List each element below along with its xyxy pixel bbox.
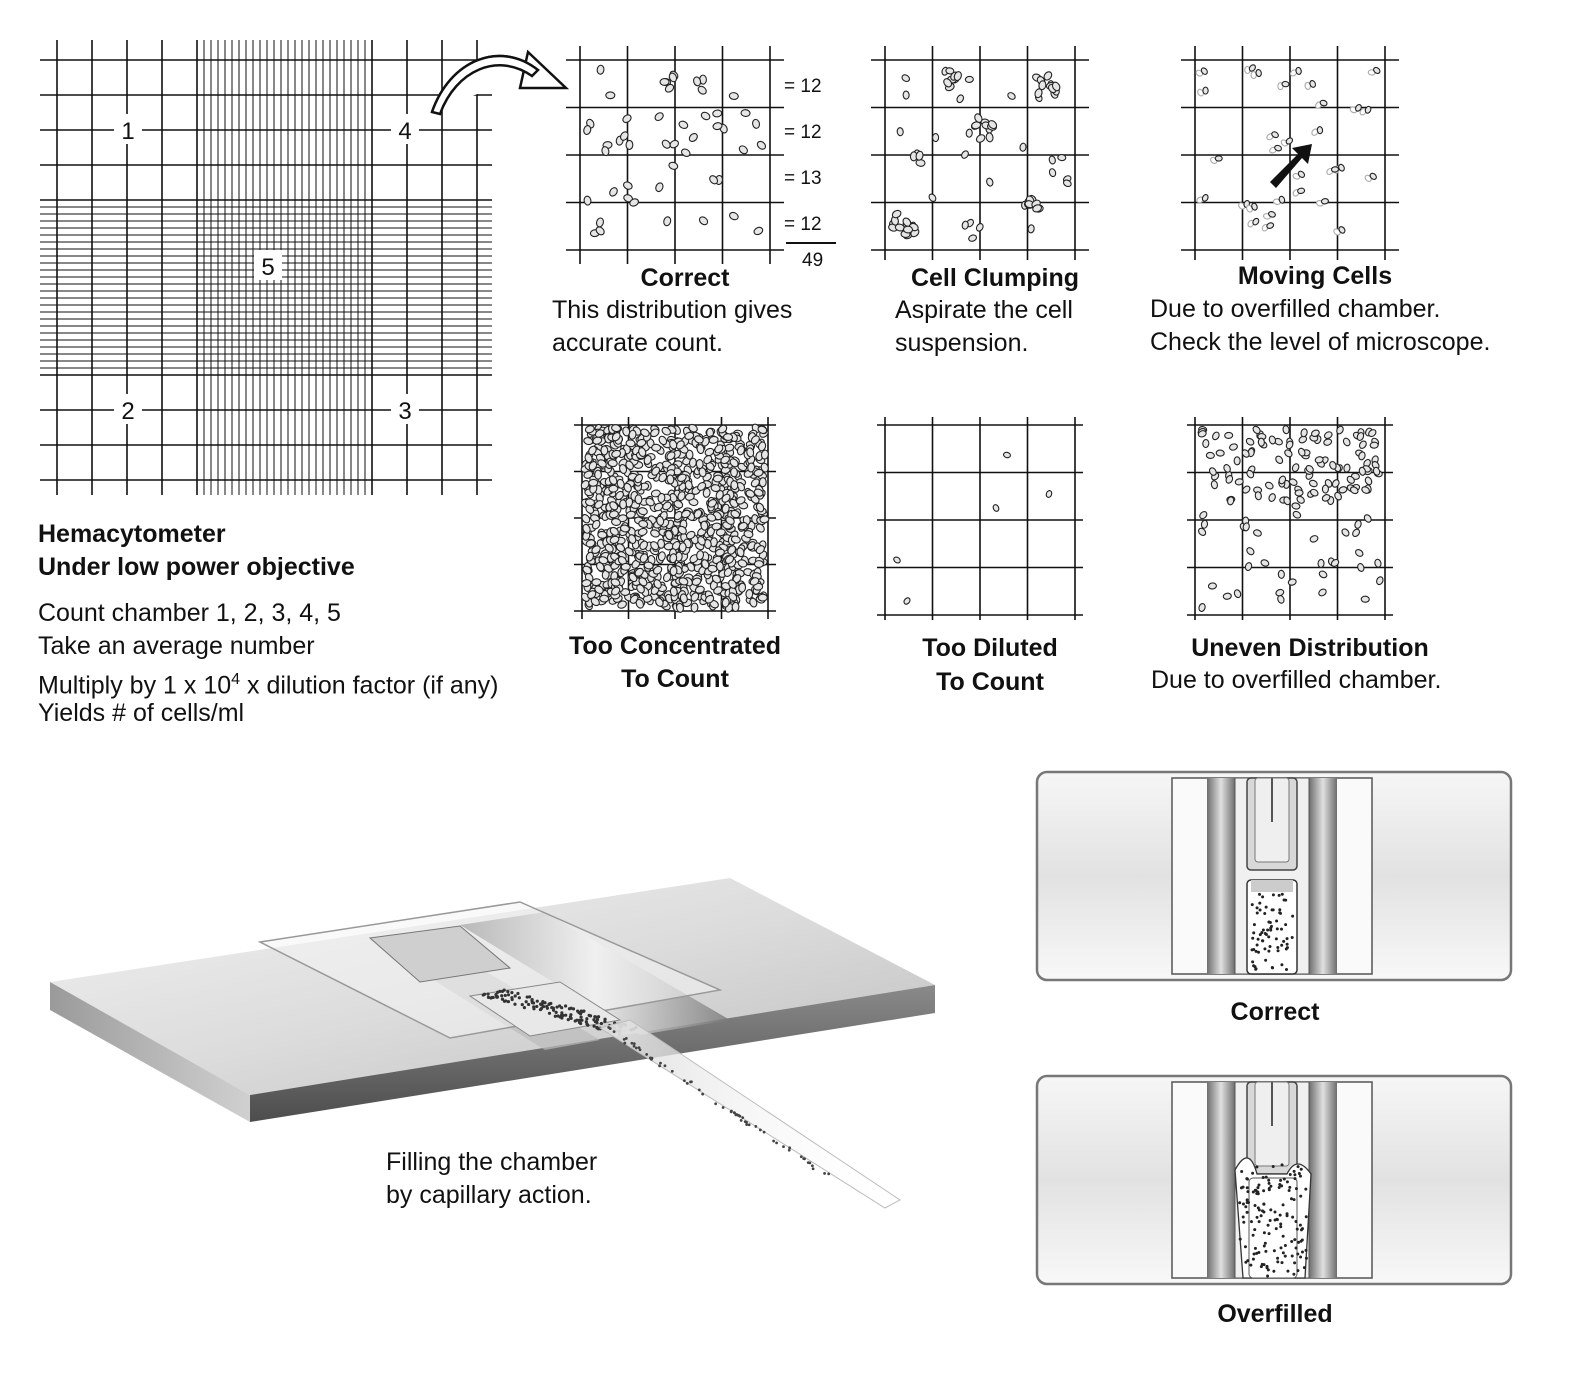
panel-title-concentrated-1: Too Concentrated bbox=[568, 632, 782, 660]
panel-moving-grid bbox=[1181, 46, 1399, 260]
hemacytometer-title: Hemacytometer bbox=[38, 520, 226, 548]
panel-title-diluted-2: To Count bbox=[936, 668, 1044, 696]
row-total: 49 bbox=[802, 250, 824, 271]
slide-view-correct bbox=[1035, 770, 1513, 982]
chamber-label-1: 1 bbox=[121, 118, 134, 145]
row-count-3: = 13 bbox=[784, 168, 822, 189]
chamber-label-3: 3 bbox=[398, 398, 411, 425]
instruction-2: Take an average number bbox=[38, 632, 315, 660]
panel-title-correct: Correct bbox=[640, 264, 730, 292]
panel-title-moving: Moving Cells bbox=[1237, 262, 1393, 290]
panel-title-uneven: Uneven Distribution bbox=[1191, 634, 1429, 662]
panel-concentrated-grid bbox=[574, 417, 776, 619]
instruction-3: Multiply by 1 x 104 x dilution factor (i… bbox=[38, 663, 498, 702]
filling-caption-1: Filling the chamber bbox=[386, 1148, 598, 1176]
instruction-1: Count chamber 1, 2, 3, 4, 5 bbox=[38, 599, 341, 627]
panel-desc-clumping-1: Aspirate the cell bbox=[895, 296, 1073, 324]
panel-desc-clumping-2: suspension. bbox=[895, 329, 1029, 357]
panel-desc-moving-1: Due to overfilled chamber. bbox=[1150, 295, 1441, 323]
panel-title-clumping: Cell Clumping bbox=[910, 264, 1080, 292]
row-count-1: = 12 bbox=[784, 76, 822, 97]
slide-view-overfilled bbox=[1035, 1074, 1513, 1286]
panel-diluted-grid bbox=[877, 417, 1083, 620]
panel-uneven-grid bbox=[1187, 417, 1393, 620]
hemacytometer-grid: 1 4 5 2 3 bbox=[40, 40, 492, 495]
chamber-label-4: 4 bbox=[398, 118, 411, 145]
slide-view-overfilled-label: Overfilled bbox=[1217, 1300, 1333, 1328]
instruction-4: Yields # of cells/ml bbox=[38, 699, 245, 727]
panel-title-concentrated-2: To Count bbox=[621, 665, 729, 693]
panel-desc-moving-2: Check the level of microscope. bbox=[1150, 328, 1491, 356]
chamber-label-2: 2 bbox=[121, 398, 134, 425]
row-count-2: = 12 bbox=[784, 122, 822, 143]
slide-view-correct-label: Correct bbox=[1230, 998, 1320, 1026]
panel-correct-grid bbox=[566, 46, 784, 264]
chamber-label-5: 5 bbox=[261, 254, 274, 281]
panel-title-diluted-1: Too Diluted bbox=[922, 634, 1058, 662]
curved-arrow-icon bbox=[430, 49, 570, 116]
instruction-3-exp: 4 bbox=[231, 671, 241, 688]
instruction-3-a: Multiply by 1 x 10 bbox=[38, 671, 232, 700]
panel-desc-correct-1: This distribution gives bbox=[552, 296, 793, 324]
instruction-3-b: x dilution factor (if any) bbox=[240, 671, 499, 700]
panel-desc-correct-2: accurate count. bbox=[552, 329, 723, 357]
hemacytometer-subtitle: Under low power objective bbox=[38, 553, 355, 581]
row-count-4: = 12 bbox=[784, 214, 822, 235]
panel-clumping-grid bbox=[871, 46, 1089, 260]
panel-desc-uneven-1: Due to overfilled chamber. bbox=[1151, 666, 1442, 694]
hemacytometer-slide-illustration bbox=[50, 878, 935, 1209]
filling-caption-2: by capillary action. bbox=[386, 1181, 592, 1209]
row-total-line bbox=[786, 242, 836, 244]
